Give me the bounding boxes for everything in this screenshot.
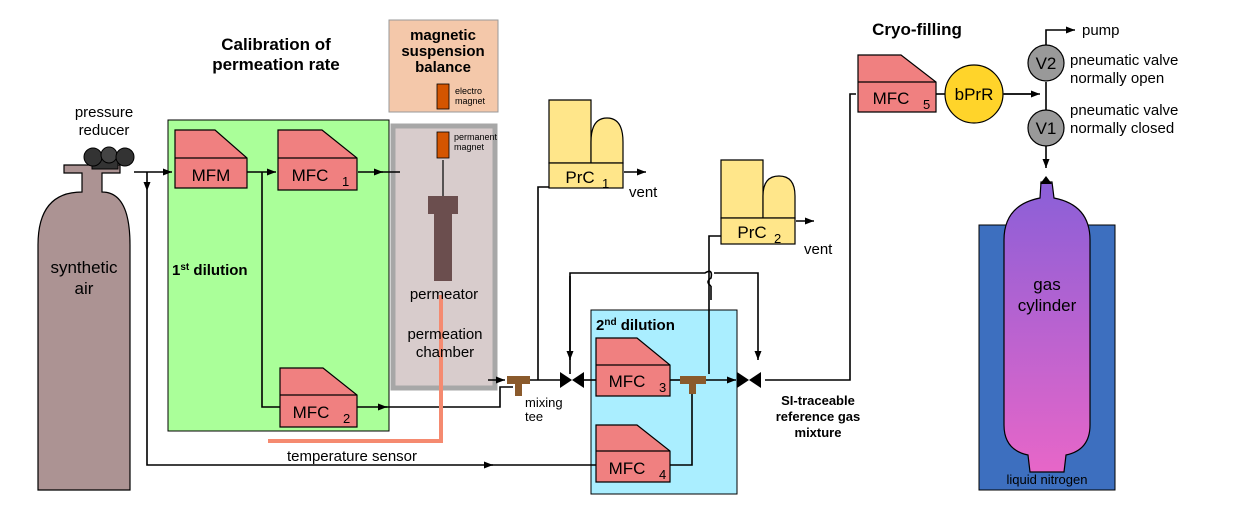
pressure-reducer-label: pressure xyxy=(75,104,133,121)
svg-text:MFC: MFC xyxy=(292,166,329,185)
gas-cylinder xyxy=(1003,176,1091,473)
svg-text:V1: V1 xyxy=(1036,119,1057,138)
valve-v1: V1 xyxy=(1027,109,1065,147)
msb-label-line3: balance xyxy=(415,59,471,76)
pressure-reducer xyxy=(83,146,135,170)
svg-text:4: 4 xyxy=(659,467,666,482)
msb-label-line2: suspension xyxy=(401,43,484,60)
temperature-sensor-line xyxy=(268,295,443,443)
electro-magnet-label: electro xyxy=(455,86,482,96)
synthetic-air-cylinder xyxy=(37,164,131,491)
mixing-tee-label-line2: tee xyxy=(525,409,543,424)
vent-2-label: vent xyxy=(804,241,833,258)
electro-magnet xyxy=(436,83,450,110)
permeator-label: permeator xyxy=(410,286,478,303)
svg-text:bPrR: bPrR xyxy=(955,85,994,104)
flow-lines xyxy=(134,26,1075,469)
si-traceable-label: SI-traceable xyxy=(781,393,855,408)
svg-text:PrC: PrC xyxy=(737,223,766,242)
mfc4-device: MFC 4 xyxy=(595,424,671,483)
svg-text:MFC: MFC xyxy=(293,403,330,422)
permanent-magnet-label-line2: magnet xyxy=(454,142,485,152)
pump-label: pump xyxy=(1082,22,1120,39)
si-traceable-label-line2: reference gas xyxy=(776,409,861,424)
mfm-device: MFM xyxy=(174,129,248,189)
svg-text:1: 1 xyxy=(602,176,609,191)
calibration-title-line2: permeation rate xyxy=(212,55,340,74)
gas-cylinder-label: gas xyxy=(1033,275,1060,294)
second-mixing-tee xyxy=(680,376,706,394)
mfc3-device: MFC 3 xyxy=(595,337,671,397)
permeation-chamber-label: permeation xyxy=(407,326,482,343)
valve-v2: V2 xyxy=(1027,44,1065,82)
permanent-magnet xyxy=(436,131,450,159)
svg-text:2: 2 xyxy=(774,231,781,246)
svg-text:5: 5 xyxy=(923,97,930,112)
svg-text:V2: V2 xyxy=(1036,54,1057,73)
permeator xyxy=(428,196,458,281)
prc2-device: PrC 2 xyxy=(720,159,796,246)
check-valve-output xyxy=(737,372,761,388)
svg-text:2: 2 xyxy=(343,411,350,426)
pneumatic-valve-open-label: pneumatic valve xyxy=(1070,52,1178,69)
mfc5-device: MFC 5 xyxy=(857,54,937,113)
svg-text:MFC: MFC xyxy=(609,459,646,478)
svg-text:1: 1 xyxy=(342,174,349,189)
second-dilution-label: 2nd dilution xyxy=(596,317,675,335)
pneumatic-valve-closed-label-line2: normally closed xyxy=(1070,120,1174,137)
bprr-device: bPrR xyxy=(944,64,1004,124)
si-traceable-label-line3: mixture xyxy=(795,425,842,440)
first-dilution-label: 1st dilution xyxy=(172,262,248,280)
svg-text:MFC: MFC xyxy=(609,372,646,391)
temperature-sensor-label: temperature sensor xyxy=(287,448,417,465)
cryo-filling-title: Cryo-filling xyxy=(872,20,962,39)
synthetic-air-label-line2: air xyxy=(75,279,94,298)
msb-label: magnetic xyxy=(410,27,476,44)
pneumatic-valve-open-label-line2: normally open xyxy=(1070,70,1164,87)
mixing-tee-label: mixing xyxy=(525,395,563,410)
svg-text:MFM: MFM xyxy=(192,166,231,185)
svg-text:PrC: PrC xyxy=(565,168,594,187)
gas-cylinder-label-line2: cylinder xyxy=(1018,296,1077,315)
synthetic-air-label: synthetic xyxy=(50,258,118,277)
magnetic-suspension-balance xyxy=(388,19,499,113)
svg-text:MFC: MFC xyxy=(873,89,910,108)
electro-magnet-label-line2: magnet xyxy=(455,96,486,106)
mixing-tee xyxy=(507,376,530,396)
vent-1-label: vent xyxy=(629,184,658,201)
mfc2-device: MFC 2 xyxy=(279,367,358,428)
svg-text:3: 3 xyxy=(659,380,666,395)
mfc1-device: MFC 1 xyxy=(277,129,358,191)
prc1-device: PrC 1 xyxy=(548,99,624,191)
calibration-title: Calibration of xyxy=(221,35,331,54)
pneumatic-valve-closed-label: pneumatic valve xyxy=(1070,102,1178,119)
permeation-chamber-label-line2: chamber xyxy=(416,344,474,361)
permanent-magnet-label: permanent xyxy=(454,132,498,142)
liquid-nitrogen-label: liquid nitrogen xyxy=(1007,472,1088,487)
pressure-reducer-label-line2: reducer xyxy=(79,122,130,139)
check-valve-mfc3 xyxy=(560,372,596,388)
